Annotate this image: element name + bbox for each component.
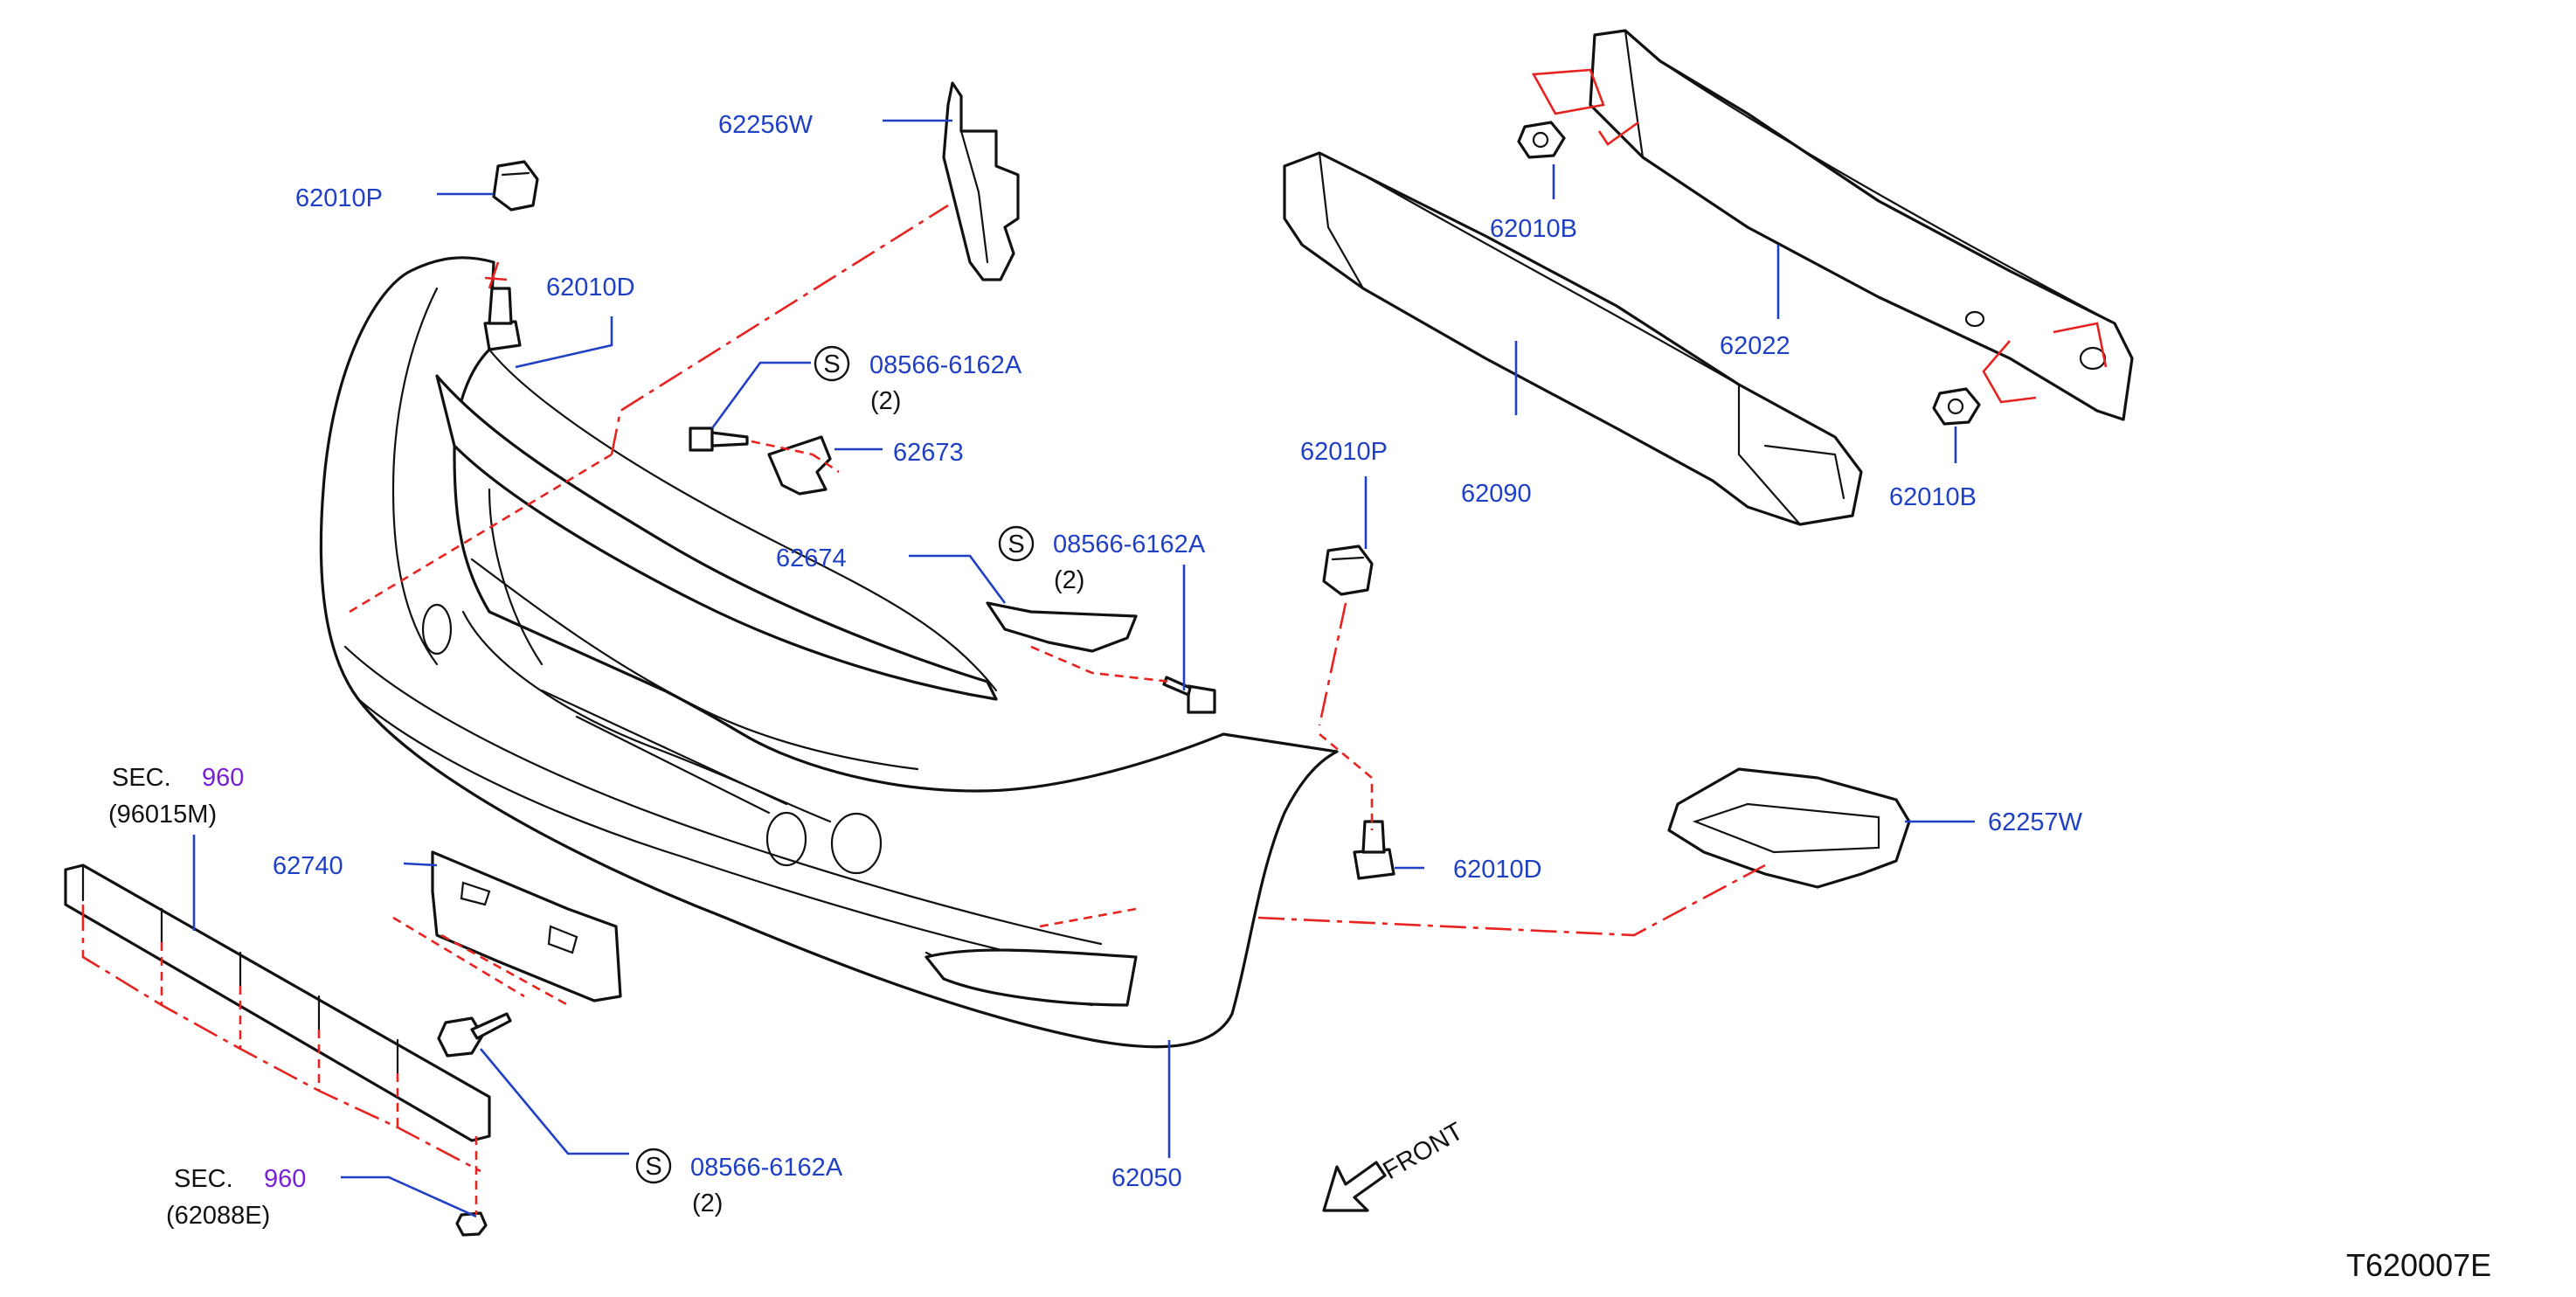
phantom-lines [81,68,2108,1215]
label-62010P-top: 62010P [295,184,383,212]
nut-62010B-top [1517,121,1566,159]
label-62010D-mid: 62010D [1453,856,1542,884]
screw-code-2: 08566-6162A [1053,531,1206,558]
screw-callout-3: S 08566-6162A (2) [635,1148,843,1217]
sec2-prefix: SEC. [174,1165,233,1193]
clip-62010P-mid [1322,544,1374,596]
bumper-fascia-62050 [319,256,1339,1049]
screw-callout-2: S 08566-6162A (2) [998,525,1206,594]
screw-code-1: 08566-6162A [869,351,1022,379]
screw-62674 [1162,676,1216,714]
label-62090: 62090 [1461,480,1532,508]
screw-62740 [437,1012,512,1058]
screw-symbol-3: S [645,1153,661,1181]
bolt-62010D-top [483,287,522,351]
label-62257W: 62257W [1988,808,2083,836]
bracket-62740 [431,850,622,1002]
screw-qty-2: (2) [1054,566,1084,594]
sec2-number: 960 [264,1165,306,1193]
sec1-number: 960 [202,764,244,792]
section-ref-1: SEC. 960 (96015M) [108,764,244,829]
screw-symbol-1: S [823,350,840,378]
reinforcement-62022 [1589,29,2134,421]
front-label: FRONT [1379,1117,1469,1185]
screw-callout-1: S 08566-6162A (2) [814,345,1022,415]
sec1-prefix: SEC. [112,764,171,792]
lower-strip-96015M [64,864,491,1142]
label-62010D-top: 62010D [546,274,635,302]
fog-trim-62257W [1667,767,1911,889]
label-62673: 62673 [893,439,964,467]
diagram-code: T620007E [2346,1247,2491,1283]
bolt-62010D-mid [1353,820,1395,880]
label-62010P-mid: 62010P [1300,438,1388,466]
screw-qty-1: (2) [870,387,901,415]
bracket-62256W [942,81,1020,281]
screw-symbol-2: S [1008,531,1024,558]
sec1-ref: (96015M) [108,801,217,829]
front-arrow: FRONT [1322,1117,1469,1212]
screw-qty-3: (2) [692,1189,723,1217]
label-62256W: 62256W [718,111,814,139]
part-labels: 62256W 62010P 62010D 62673 62674 62010P … [273,111,2083,1192]
screw-code-3: 08566-6162A [690,1154,843,1182]
label-62674: 62674 [776,544,847,572]
label-62740: 62740 [273,852,343,880]
bracket-62674 [986,601,1138,653]
nut-62010B-right [1932,387,1981,426]
sec2-ref: (62088E) [166,1202,270,1230]
label-62010B-top: 62010B [1490,215,1577,243]
label-62022: 62022 [1720,332,1790,360]
label-62050: 62050 [1111,1164,1182,1192]
clip-62088E [455,1211,488,1237]
bracket-62673 [767,435,832,496]
screw-62673 [689,427,749,452]
section-ref-2: SEC. 960 (62088E) [166,1165,306,1230]
clip-62010P-top [492,160,539,212]
label-62010B-right: 62010B [1889,483,1977,511]
energy-absorber-62090 [1283,151,1863,526]
leader-lines [192,119,1975,1218]
